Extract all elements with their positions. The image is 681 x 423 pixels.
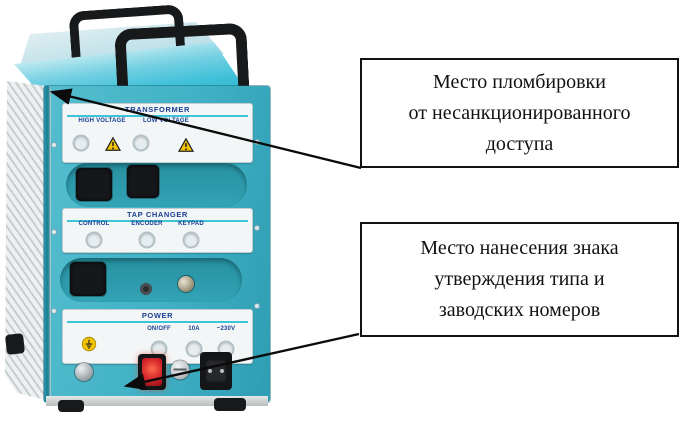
tap-changer-recess xyxy=(60,258,242,302)
type-mark-note-box: Место нанесения знака утверждения типа и… xyxy=(360,222,679,337)
screw-icon xyxy=(254,225,260,231)
type-mark-note-line: Место нанесения знака xyxy=(420,237,619,259)
iec-pin xyxy=(220,369,224,373)
lv-connector-ring xyxy=(132,134,150,152)
hv-connector-ring xyxy=(72,134,90,152)
tap-changer-panel: TAP CHANGER CONTROL ENCODER KEYPAD xyxy=(62,208,253,253)
high-voltage-label: HIGH VOLTAGE xyxy=(78,118,126,124)
display-window-hv xyxy=(76,168,112,201)
panel-underline xyxy=(67,115,248,117)
fuse-holder xyxy=(170,360,190,380)
seal-note-line: Место пломбировки xyxy=(433,70,606,93)
device-base xyxy=(46,396,268,406)
seal-note-box: Место пломбировки от несанкционированног… xyxy=(360,58,679,168)
panel-underline xyxy=(67,220,248,222)
device-front-panel: TRANSFORMER HIGH VOLTAGE LOW VOLTAGE xyxy=(44,86,270,412)
screw-icon xyxy=(51,308,57,314)
display-window-tap xyxy=(70,262,106,296)
encoder-label: ENCODER xyxy=(131,221,163,227)
warning-triangle-icon xyxy=(104,136,122,151)
seal-note-line: доступа xyxy=(485,132,554,155)
type-mark-note-line: утверждения типа и xyxy=(434,268,605,290)
jack-socket xyxy=(140,283,152,295)
display-window-lv xyxy=(127,165,159,198)
iec-power-socket xyxy=(200,352,232,390)
screw-icon xyxy=(51,142,57,148)
encoder-connector-ring xyxy=(138,231,156,249)
screw-icon xyxy=(254,303,260,309)
keypad-connector-ring xyxy=(182,231,200,249)
voltage-label: ~230V xyxy=(216,326,236,332)
screw-icon xyxy=(254,139,260,145)
metal-connector xyxy=(178,276,194,292)
device-rear-foot xyxy=(5,333,25,355)
transformer-panel-title: TRANSFORMER xyxy=(125,105,190,114)
onoff-label: ON/OFF xyxy=(147,326,171,332)
type-mark-note-line: заводских номеров xyxy=(438,299,601,321)
control-label: CONTROL xyxy=(78,221,110,227)
power-switch-rocker xyxy=(142,358,162,386)
transformer-recess xyxy=(66,163,247,207)
current-label: 10A xyxy=(188,326,200,332)
low-voltage-label: LOW VOLTAGE xyxy=(143,118,189,124)
keypad-label: KEYPAD xyxy=(178,221,204,227)
ground-terminal xyxy=(75,363,93,381)
screw-icon xyxy=(51,229,57,235)
warning-triangle-icon xyxy=(177,137,195,152)
device-foot xyxy=(214,398,246,411)
control-connector-ring xyxy=(85,231,103,249)
power-panel-title: POWER xyxy=(141,311,174,320)
transformer-panel: TRANSFORMER HIGH VOLTAGE LOW VOLTAGE xyxy=(62,103,253,163)
tap-changer-panel-title: TAP CHANGER xyxy=(127,210,188,219)
fuse-slot xyxy=(173,368,187,371)
iec-socket-face xyxy=(205,359,227,383)
iec-pin xyxy=(208,369,212,373)
ground-icon xyxy=(81,336,97,352)
device-foot xyxy=(58,400,84,412)
power-switch xyxy=(138,354,166,390)
device-right-edge xyxy=(44,86,51,402)
seal-note-line: от несанкционированного xyxy=(408,101,631,124)
panel-underline xyxy=(67,321,248,323)
